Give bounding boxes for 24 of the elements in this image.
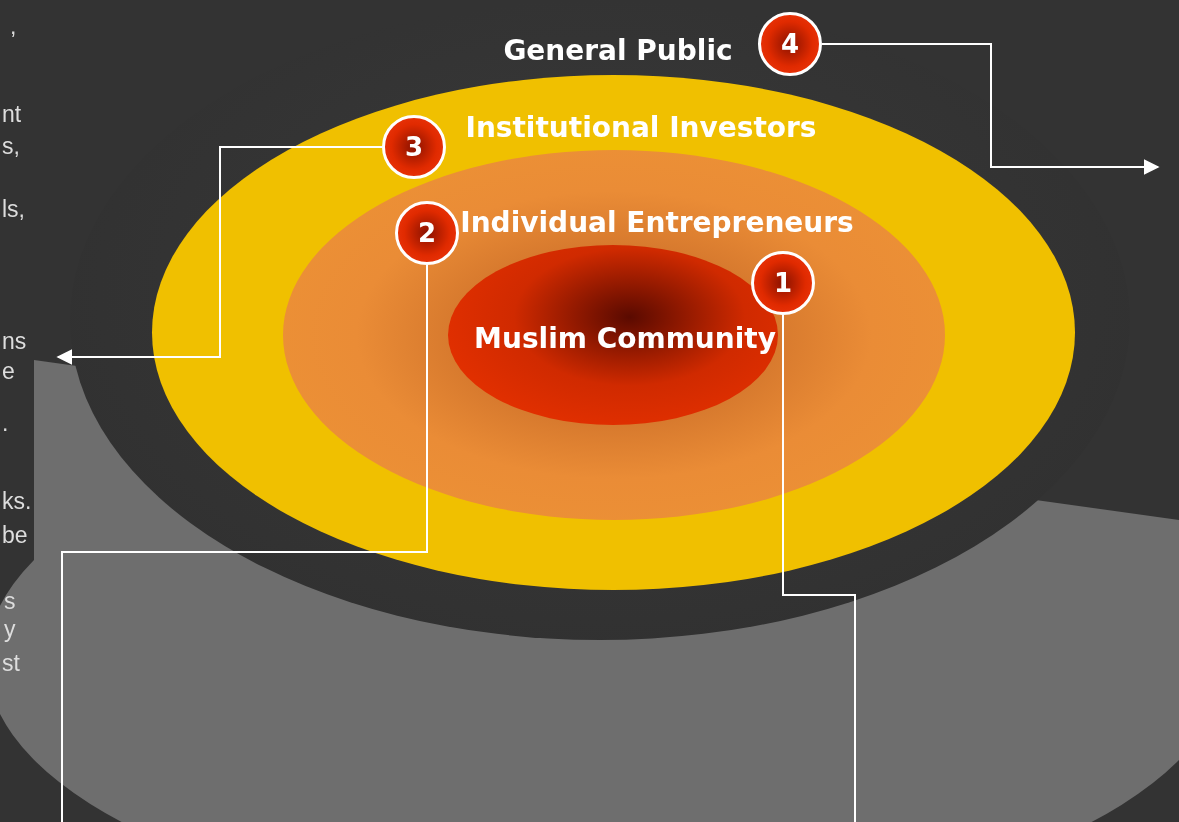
ring-label: General Public	[503, 33, 733, 67]
text-fragment: st	[2, 652, 20, 675]
arrow	[821, 43, 1160, 175]
text-fragment: ks.	[2, 490, 32, 513]
arrow	[56, 146, 383, 365]
ring-label: Institutional Investors	[465, 110, 817, 144]
ring-label: Muslim Community	[474, 321, 776, 355]
text-fragment: e	[2, 360, 15, 383]
number-badge: 1	[751, 251, 815, 315]
number-badge: 4	[758, 12, 822, 76]
text-fragment: be	[2, 524, 28, 547]
number-badge: 2	[395, 201, 459, 265]
text-fragment: s	[4, 590, 16, 613]
text-fragment: nt	[2, 103, 22, 126]
leader-line	[782, 314, 856, 822]
text-fragment: ,	[10, 15, 17, 38]
ring-label: Individual Entrepreneurs	[460, 205, 854, 239]
text-fragment: ns	[2, 330, 27, 353]
text-fragment: .	[2, 412, 9, 435]
text-fragment: y	[4, 618, 16, 641]
leader-line	[61, 264, 428, 822]
text-fragment: ls,	[2, 198, 25, 221]
number-badge: 3	[382, 115, 446, 179]
text-fragment: s,	[2, 135, 20, 158]
